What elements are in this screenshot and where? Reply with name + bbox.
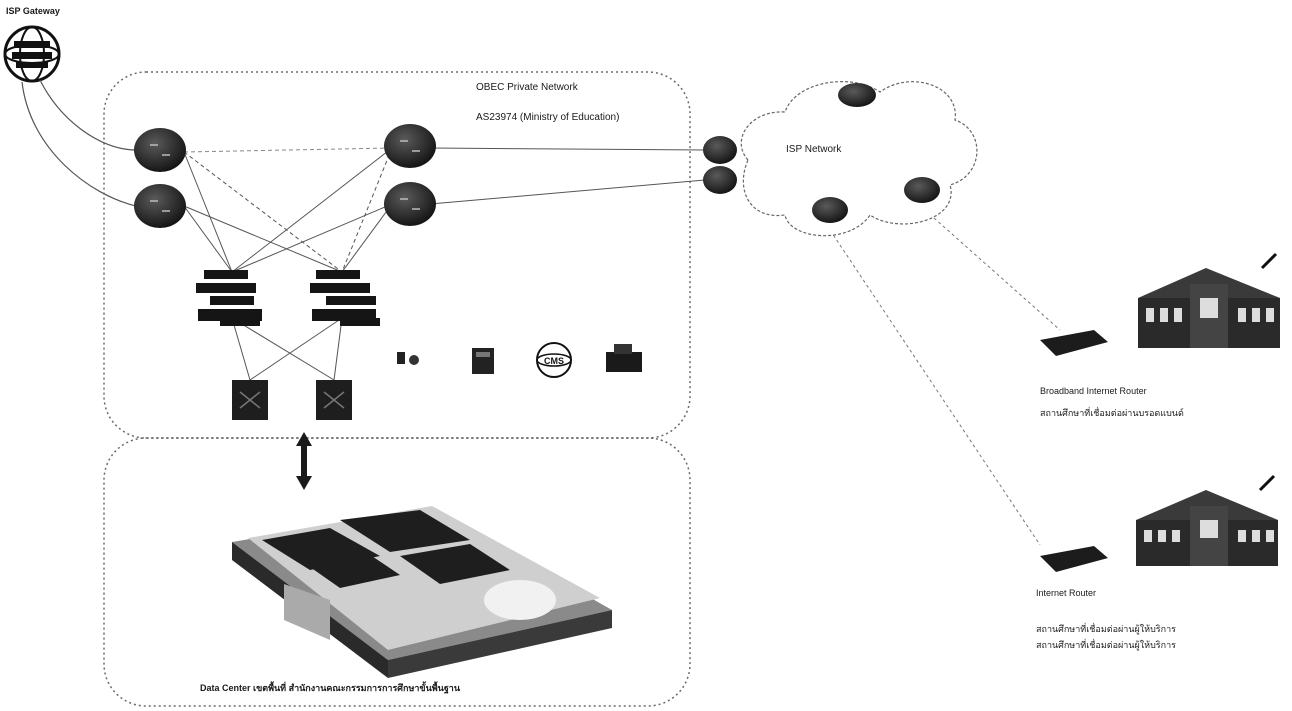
- obec-network-label: OBEC Private Network: [476, 82, 578, 93]
- data-center-label: Data Center เขตพื้นที่ สำนักงานคณะกรรมกา…: [200, 683, 460, 693]
- isp-router-icons: [703, 83, 940, 223]
- school-top-caption: สถานศึกษาที่เชื่อมต่อผ่านบรอดแบนด์: [1040, 408, 1184, 418]
- firewall-icons: [232, 380, 352, 420]
- school-building-bottom-icon: [1040, 474, 1278, 572]
- obec-network-region: [103, 71, 691, 439]
- datacenter-arrow-icon: [296, 432, 312, 490]
- school-links: [829, 209, 1061, 546]
- data-center-region: [103, 437, 691, 707]
- school-bottom-caption-2: สถานศึกษาที่เชื่อมต่อผ่านผู้ให้บริการ: [1036, 640, 1176, 650]
- switch-firewall-links: [231, 317, 343, 381]
- isp-gateway-globe-icon: [3, 25, 61, 83]
- isp-uplinks: [429, 147, 706, 205]
- as-number-label: AS23974 (Ministry of Education): [476, 112, 620, 123]
- gateway-links: [21, 79, 137, 207]
- school-building-top-icon: [1040, 252, 1280, 356]
- service-icons: [397, 342, 642, 378]
- isp-network-label: ISP Network: [786, 144, 842, 155]
- core-switch-icons: [196, 270, 380, 326]
- cms-badge-text: CMS: [544, 356, 564, 366]
- data-center-room-icon: [232, 506, 612, 678]
- core-mesh-links: [183, 147, 393, 273]
- isp-gateway-label: ISP Gateway: [6, 6, 60, 16]
- core-router-icons: [134, 124, 436, 228]
- school-bottom-caption-1: สถานศึกษาที่เชื่อมต่อผ่านผู้ให้บริการ: [1036, 624, 1176, 634]
- broadband-router-label: Broadband Internet Router: [1040, 386, 1147, 396]
- internet-router-label: Internet Router: [1036, 588, 1097, 598]
